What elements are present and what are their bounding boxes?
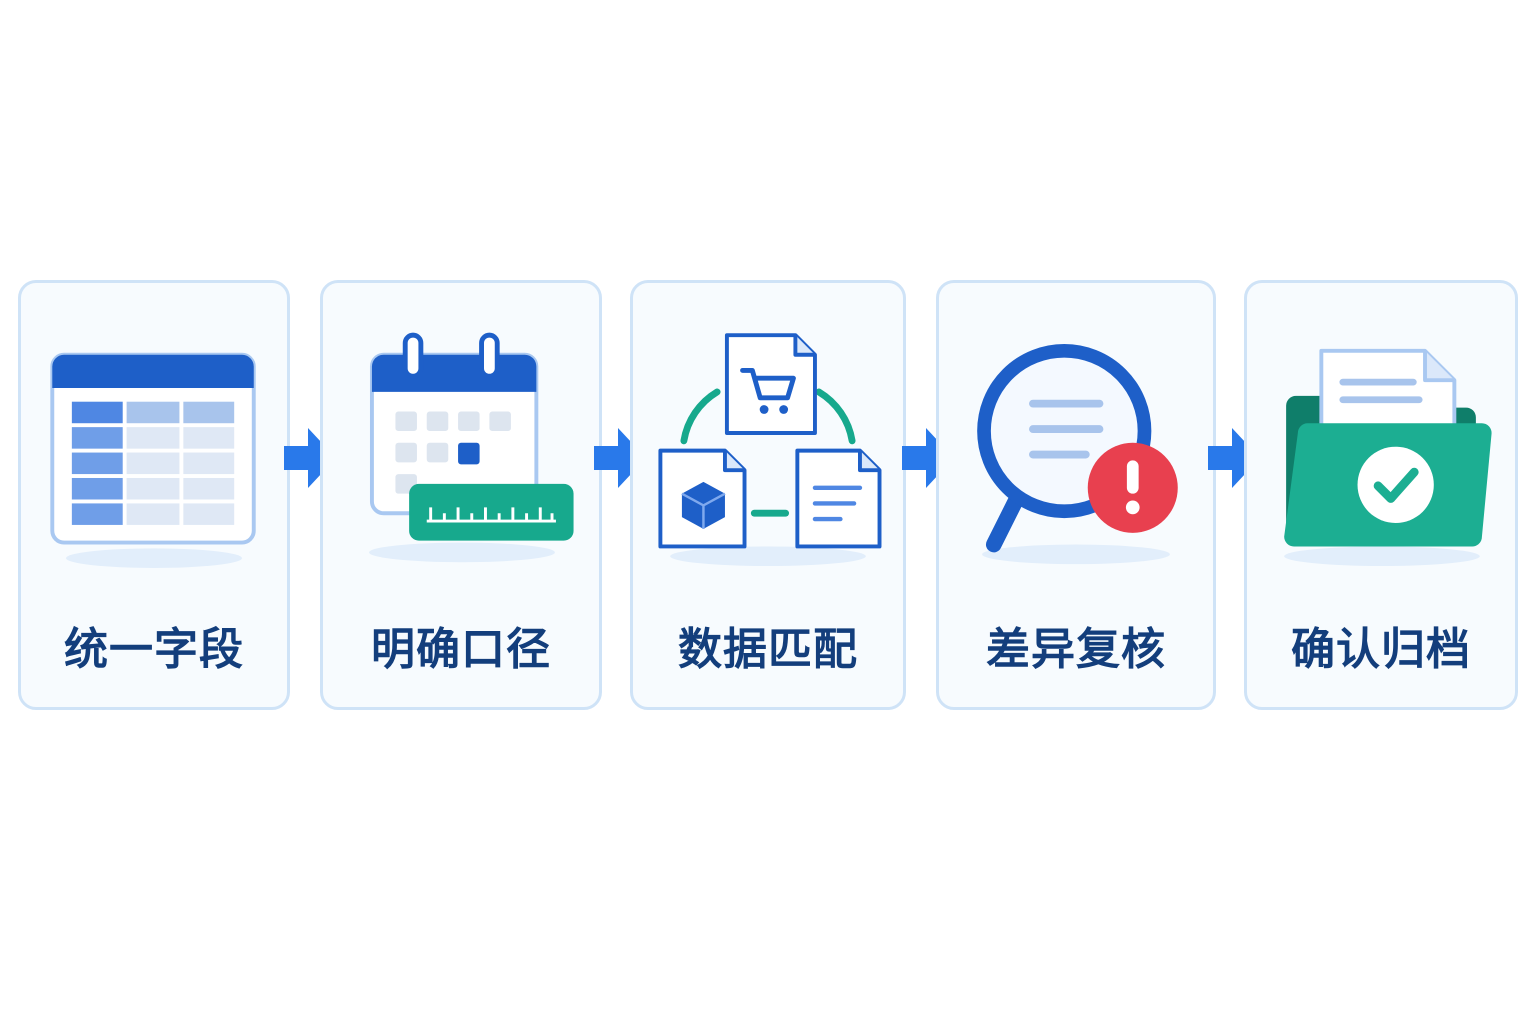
magnifier-alert-icon (977, 343, 1178, 565)
text-document-icon (795, 448, 882, 549)
step-card-discrepancy-review: 差异复核 (936, 280, 1216, 710)
step-card-define-criteria: 明确口径 (320, 280, 602, 710)
step-card-confirm-archive: 确认归档 (1244, 280, 1518, 710)
step-card-data-matching: 数据匹配 (630, 280, 906, 710)
step-label: 确认归档 (1291, 624, 1471, 675)
step-label: 明确口径 (371, 624, 551, 675)
arrow-right-icon (902, 428, 954, 488)
calendar-ruler-icon (369, 332, 574, 563)
step-label: 统一字段 (64, 624, 244, 675)
step-card-unify-fields: 统一字段 (18, 280, 290, 710)
arrow-right-icon (284, 428, 336, 488)
cart-document-icon (724, 333, 817, 435)
folder-check-icon (1284, 348, 1492, 567)
box-document-icon (658, 448, 747, 549)
data-matching-icon (658, 333, 882, 567)
arrow-right-icon (594, 428, 646, 488)
table-icon (50, 352, 256, 568)
step-label: 差异复核 (986, 624, 1166, 675)
arrow-right-icon (1208, 428, 1260, 488)
step-label: 数据匹配 (678, 624, 858, 675)
